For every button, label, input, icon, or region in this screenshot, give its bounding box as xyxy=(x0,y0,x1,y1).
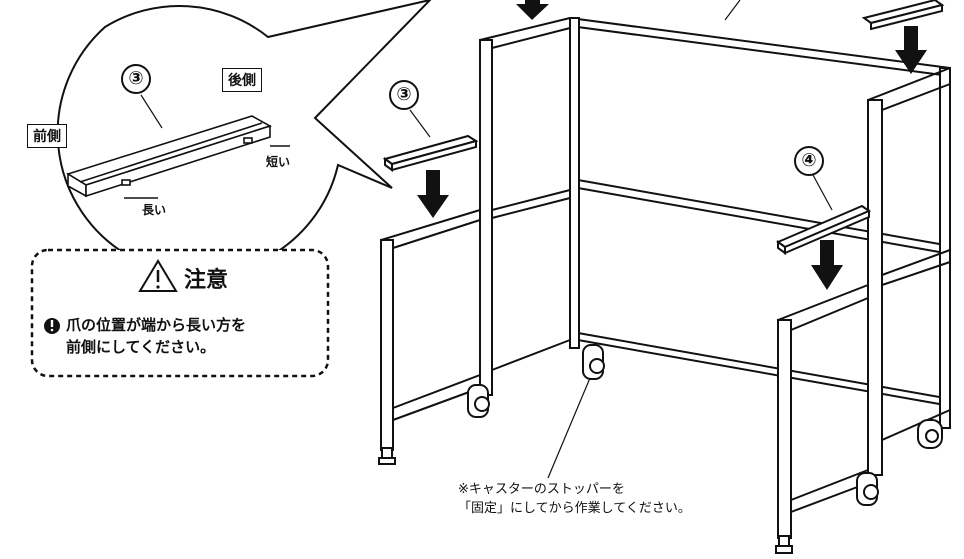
frame-structure xyxy=(380,17,951,539)
caution-box xyxy=(30,248,330,378)
rail-part-detail xyxy=(66,115,290,199)
warning-triangle-icon xyxy=(138,259,178,292)
caster-note: ※キャスターのストッパーを 「固定」にしてから作業してください。 xyxy=(458,482,691,516)
adjuster-feet xyxy=(378,447,793,554)
rail-parts xyxy=(382,0,945,255)
long-label: 長い xyxy=(142,203,167,217)
callout-leader-line xyxy=(140,94,163,129)
insertion-arrows xyxy=(417,0,927,290)
right-rail-part-number: ④ xyxy=(794,146,824,176)
rear-side-label: 後側 xyxy=(222,68,262,92)
left-rail-part-number: ③ xyxy=(389,80,419,110)
callout-part-number: ③ xyxy=(121,64,151,94)
exclamation-icon xyxy=(44,318,60,334)
caution-text: 爪の位置が端から長い方を 前側にしてください。 xyxy=(66,316,247,356)
front-side-label: 前側 xyxy=(27,124,67,148)
caution-title: 注意 xyxy=(184,268,229,293)
short-label: 短い xyxy=(266,155,291,169)
leader-lines xyxy=(409,0,833,479)
caster-wheels xyxy=(467,344,943,506)
